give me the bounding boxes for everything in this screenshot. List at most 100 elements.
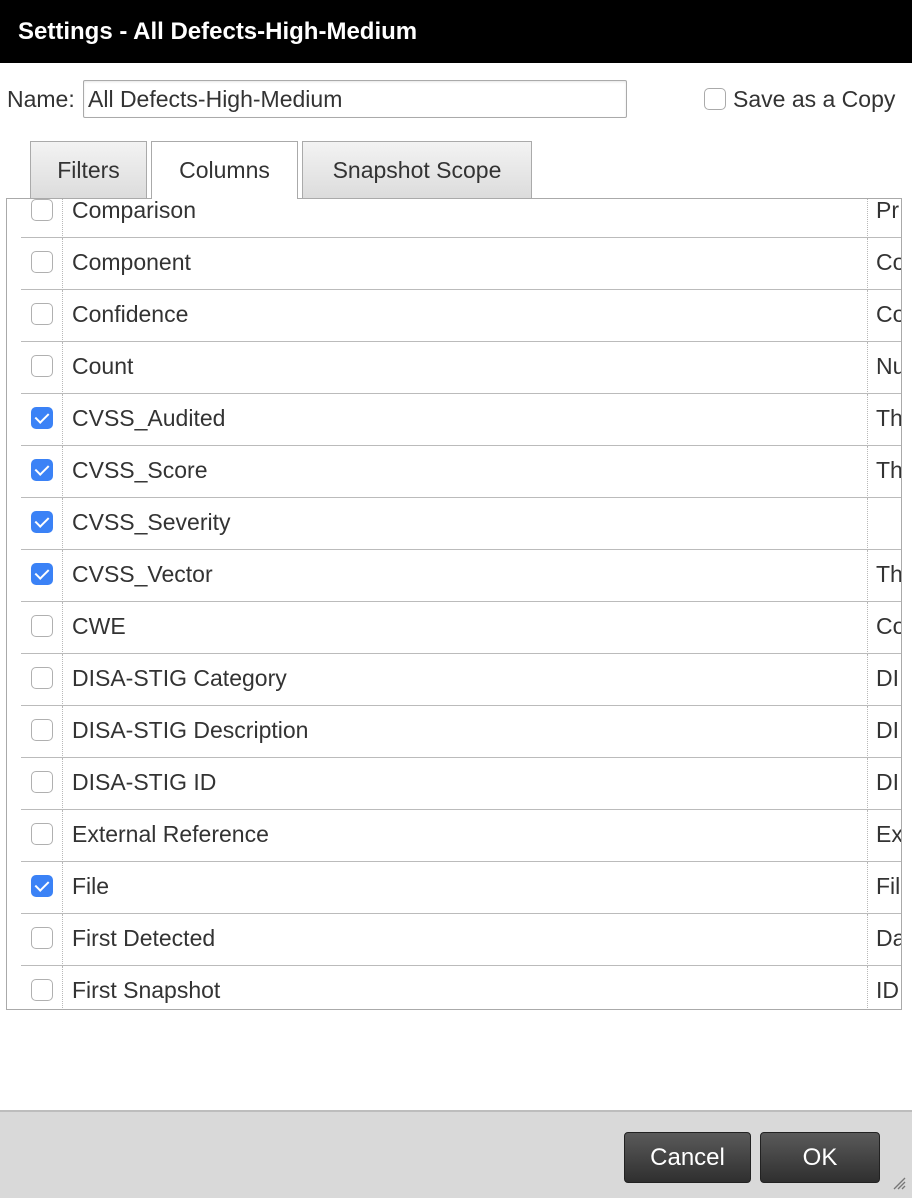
column-divider	[867, 862, 868, 914]
cancel-button[interactable]: Cancel	[624, 1132, 751, 1183]
column-name: DISA-STIG Category	[72, 665, 287, 691]
table-row[interactable]: DISA-STIG Description DI	[21, 706, 901, 758]
row-divider	[21, 965, 901, 966]
column-description: Co	[876, 249, 901, 275]
column-divider	[867, 446, 868, 498]
table-row[interactable]: CVSS_Score Th	[21, 446, 901, 498]
save-as-copy-label[interactable]: Save as a Copy	[733, 85, 896, 112]
column-checkbox[interactable]	[31, 251, 53, 273]
column-name: DISA-STIG Description	[72, 717, 309, 743]
column-description: DI	[876, 769, 899, 795]
column-checkbox[interactable]	[31, 615, 53, 637]
column-divider	[62, 199, 63, 238]
column-divider	[867, 966, 868, 1009]
column-checkbox[interactable]	[31, 823, 53, 845]
column-divider	[62, 602, 63, 654]
column-divider	[62, 654, 63, 706]
tab-filters[interactable]: Filters	[30, 141, 147, 198]
table-row[interactable]: Count Nu	[21, 342, 901, 394]
column-divider	[867, 654, 868, 706]
row-divider	[21, 653, 901, 654]
table-row[interactable]: File Fil	[21, 862, 901, 914]
column-checkbox[interactable]	[31, 719, 53, 741]
column-checkbox[interactable]	[31, 563, 53, 585]
column-checkbox[interactable]	[31, 511, 53, 533]
column-divider	[867, 550, 868, 602]
row-divider	[21, 549, 901, 550]
table-row[interactable]: CWECo	[21, 602, 901, 654]
save-as-copy[interactable]: Save as a Copy	[704, 84, 895, 114]
column-name: First Snapshot	[72, 977, 221, 1003]
column-divider	[867, 706, 868, 758]
name-input[interactable]	[83, 80, 627, 118]
column-description: Th	[876, 457, 901, 483]
column-divider	[62, 238, 63, 290]
column-description: Ex	[876, 821, 901, 847]
table-row[interactable]: First DetectedDa	[21, 914, 901, 966]
column-checkbox[interactable]	[31, 459, 53, 481]
column-checkbox[interactable]	[31, 927, 53, 949]
ok-button[interactable]: OK	[760, 1132, 880, 1183]
column-name: CVSS_Score	[72, 457, 208, 483]
column-checkbox[interactable]	[31, 303, 53, 325]
name-label: Name:	[7, 86, 75, 112]
column-divider	[867, 758, 868, 810]
column-description: ID	[876, 977, 899, 1003]
column-divider	[867, 602, 868, 654]
column-divider	[867, 238, 868, 290]
table-row[interactable]: Comparison Pr	[21, 198, 901, 238]
row-divider	[21, 861, 901, 862]
column-checkbox[interactable]	[31, 355, 53, 377]
column-description: DI	[876, 717, 899, 743]
resize-grip-icon[interactable]	[892, 1176, 906, 1190]
table-row[interactable]: Component Co	[21, 238, 901, 290]
table-row[interactable]: ConfidenceCo	[21, 290, 901, 342]
name-row: Name: Save as a Copy	[0, 78, 912, 120]
column-name: File	[72, 873, 110, 899]
row-divider	[21, 705, 901, 706]
row-divider	[21, 601, 901, 602]
column-name: Comparison	[72, 198, 196, 223]
table-row[interactable]: External Reference Ex	[21, 810, 901, 862]
column-checkbox[interactable]	[31, 979, 53, 1001]
column-divider	[62, 966, 63, 1009]
column-name: Count	[72, 353, 134, 379]
row-divider	[21, 809, 901, 810]
column-name: CVSS_Audited	[72, 405, 226, 431]
column-description: Pr	[876, 198, 899, 223]
column-divider	[62, 290, 63, 342]
tab-columns[interactable]: Columns	[151, 141, 298, 199]
column-name: External Reference	[72, 821, 269, 847]
row-divider	[21, 497, 901, 498]
save-as-copy-checkbox[interactable]	[704, 88, 726, 110]
column-checkbox[interactable]	[31, 199, 53, 221]
table-row[interactable]: First Snapshot ID	[21, 966, 901, 1009]
columns-table[interactable]: ComparisonPrComponentCoConfidenceCoCount…	[6, 198, 902, 1010]
row-divider	[21, 341, 901, 342]
row-divider	[21, 913, 901, 914]
column-divider	[62, 342, 63, 394]
column-divider	[62, 862, 63, 914]
tab-bar: Filters Columns Snapshot Scope	[0, 141, 912, 199]
row-divider	[21, 237, 901, 238]
column-description: Fil	[876, 873, 901, 899]
column-checkbox[interactable]	[31, 407, 53, 429]
tab-snapshot-scope[interactable]: Snapshot Scope	[302, 141, 532, 198]
column-description: Th	[876, 561, 901, 587]
column-checkbox[interactable]	[31, 875, 53, 897]
row-divider	[21, 289, 901, 290]
column-name: First Detected	[72, 925, 216, 951]
column-name: Component	[72, 249, 191, 275]
column-divider	[867, 394, 868, 446]
row-divider	[21, 757, 901, 758]
column-checkbox[interactable]	[31, 667, 53, 689]
table-row[interactable]: CVSS_Severity	[21, 498, 901, 550]
column-checkbox[interactable]	[31, 771, 53, 793]
column-divider	[62, 810, 63, 862]
column-divider	[867, 498, 868, 550]
column-description: Nu	[876, 353, 901, 379]
